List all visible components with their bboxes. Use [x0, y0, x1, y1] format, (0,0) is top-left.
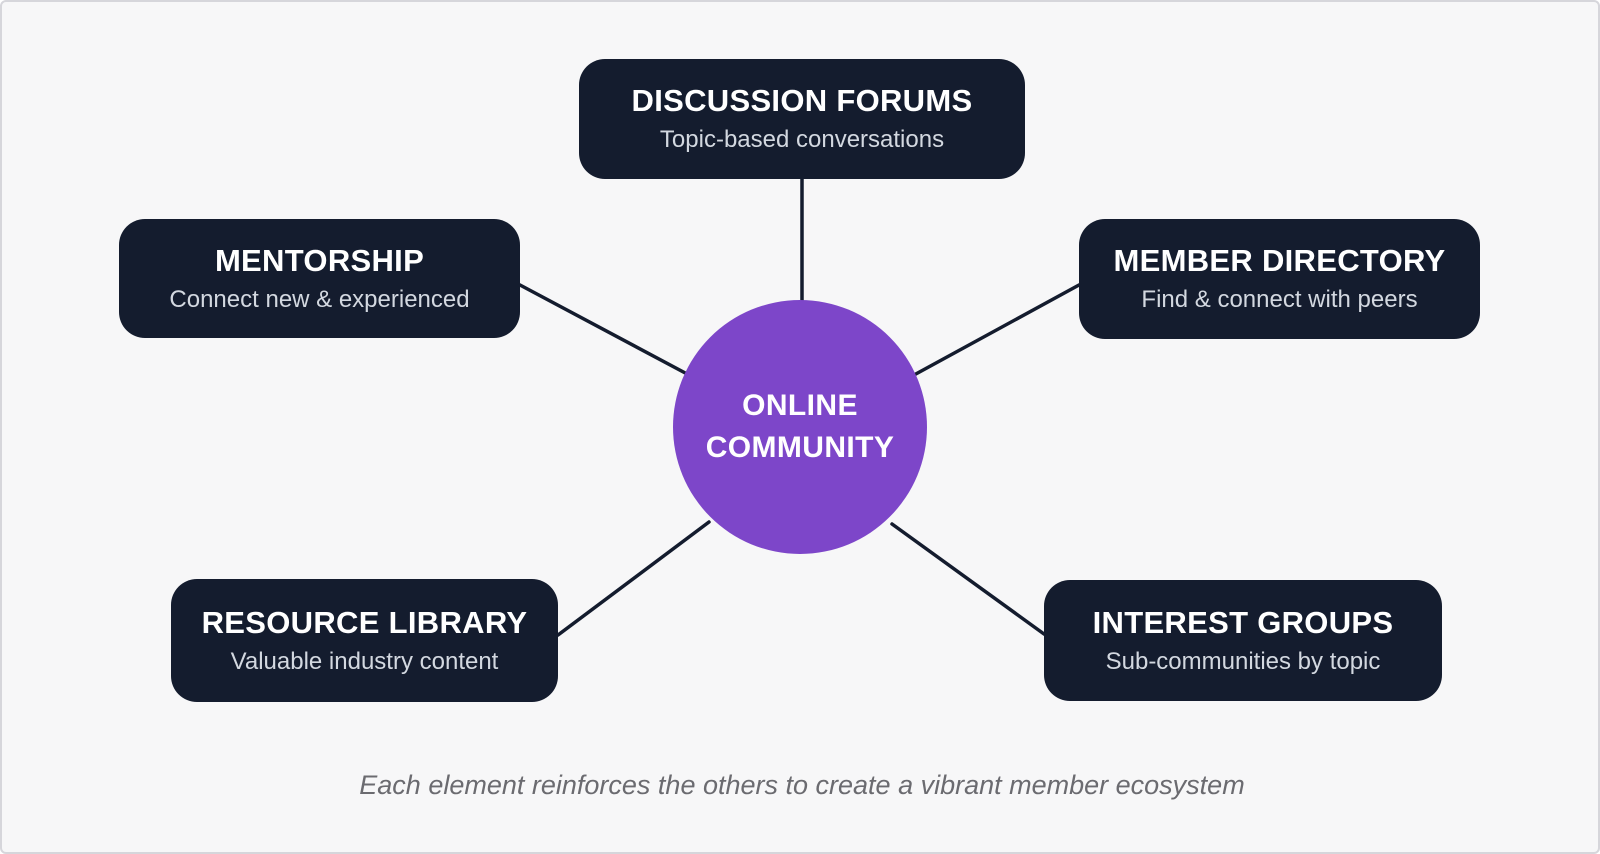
footer-caption: Each element reinforces the others to cr…: [359, 770, 1245, 800]
node-member-directory: MEMBER DIRECTORY Find & connect with pee…: [1079, 219, 1480, 339]
node-title: RESOURCE LIBRARY: [201, 604, 528, 640]
node-subtitle: Topic-based conversations: [659, 126, 945, 154]
center-label-line1: ONLINE: [742, 389, 858, 422]
node-title: INTEREST GROUPS: [1092, 604, 1394, 640]
node-subtitle: Connect new & experienced: [169, 285, 470, 313]
connector-member-directory: [912, 283, 1081, 377]
node-title: MENTORSHIP: [214, 242, 425, 278]
node-discussion-forums: DISCUSSION FORUMS Topic-based conversati…: [579, 59, 1025, 179]
center-node-online-community: ONLINE COMMUNITY: [673, 300, 927, 554]
node-mentorship: MENTORSHIP Connect new & experienced: [119, 219, 520, 338]
node-subtitle: Sub-communities by topic: [1105, 647, 1381, 675]
node-title: MEMBER DIRECTORY: [1113, 243, 1446, 279]
node-interest-groups: INTEREST GROUPS Sub-communities by topic: [1044, 580, 1442, 701]
connector-mentorship: [518, 283, 691, 377]
node-subtitle: Find & connect with peers: [1141, 286, 1418, 314]
node-title: DISCUSSION FORUMS: [631, 83, 973, 119]
node-subtitle: Valuable industry content: [230, 647, 499, 675]
node-resource-library: RESOURCE LIBRARY Valuable industry conte…: [171, 579, 558, 702]
connector-interest-groups: [890, 522, 1046, 636]
center-label-line2: COMMUNITY: [705, 431, 895, 464]
connector-resource-library: [556, 520, 711, 637]
